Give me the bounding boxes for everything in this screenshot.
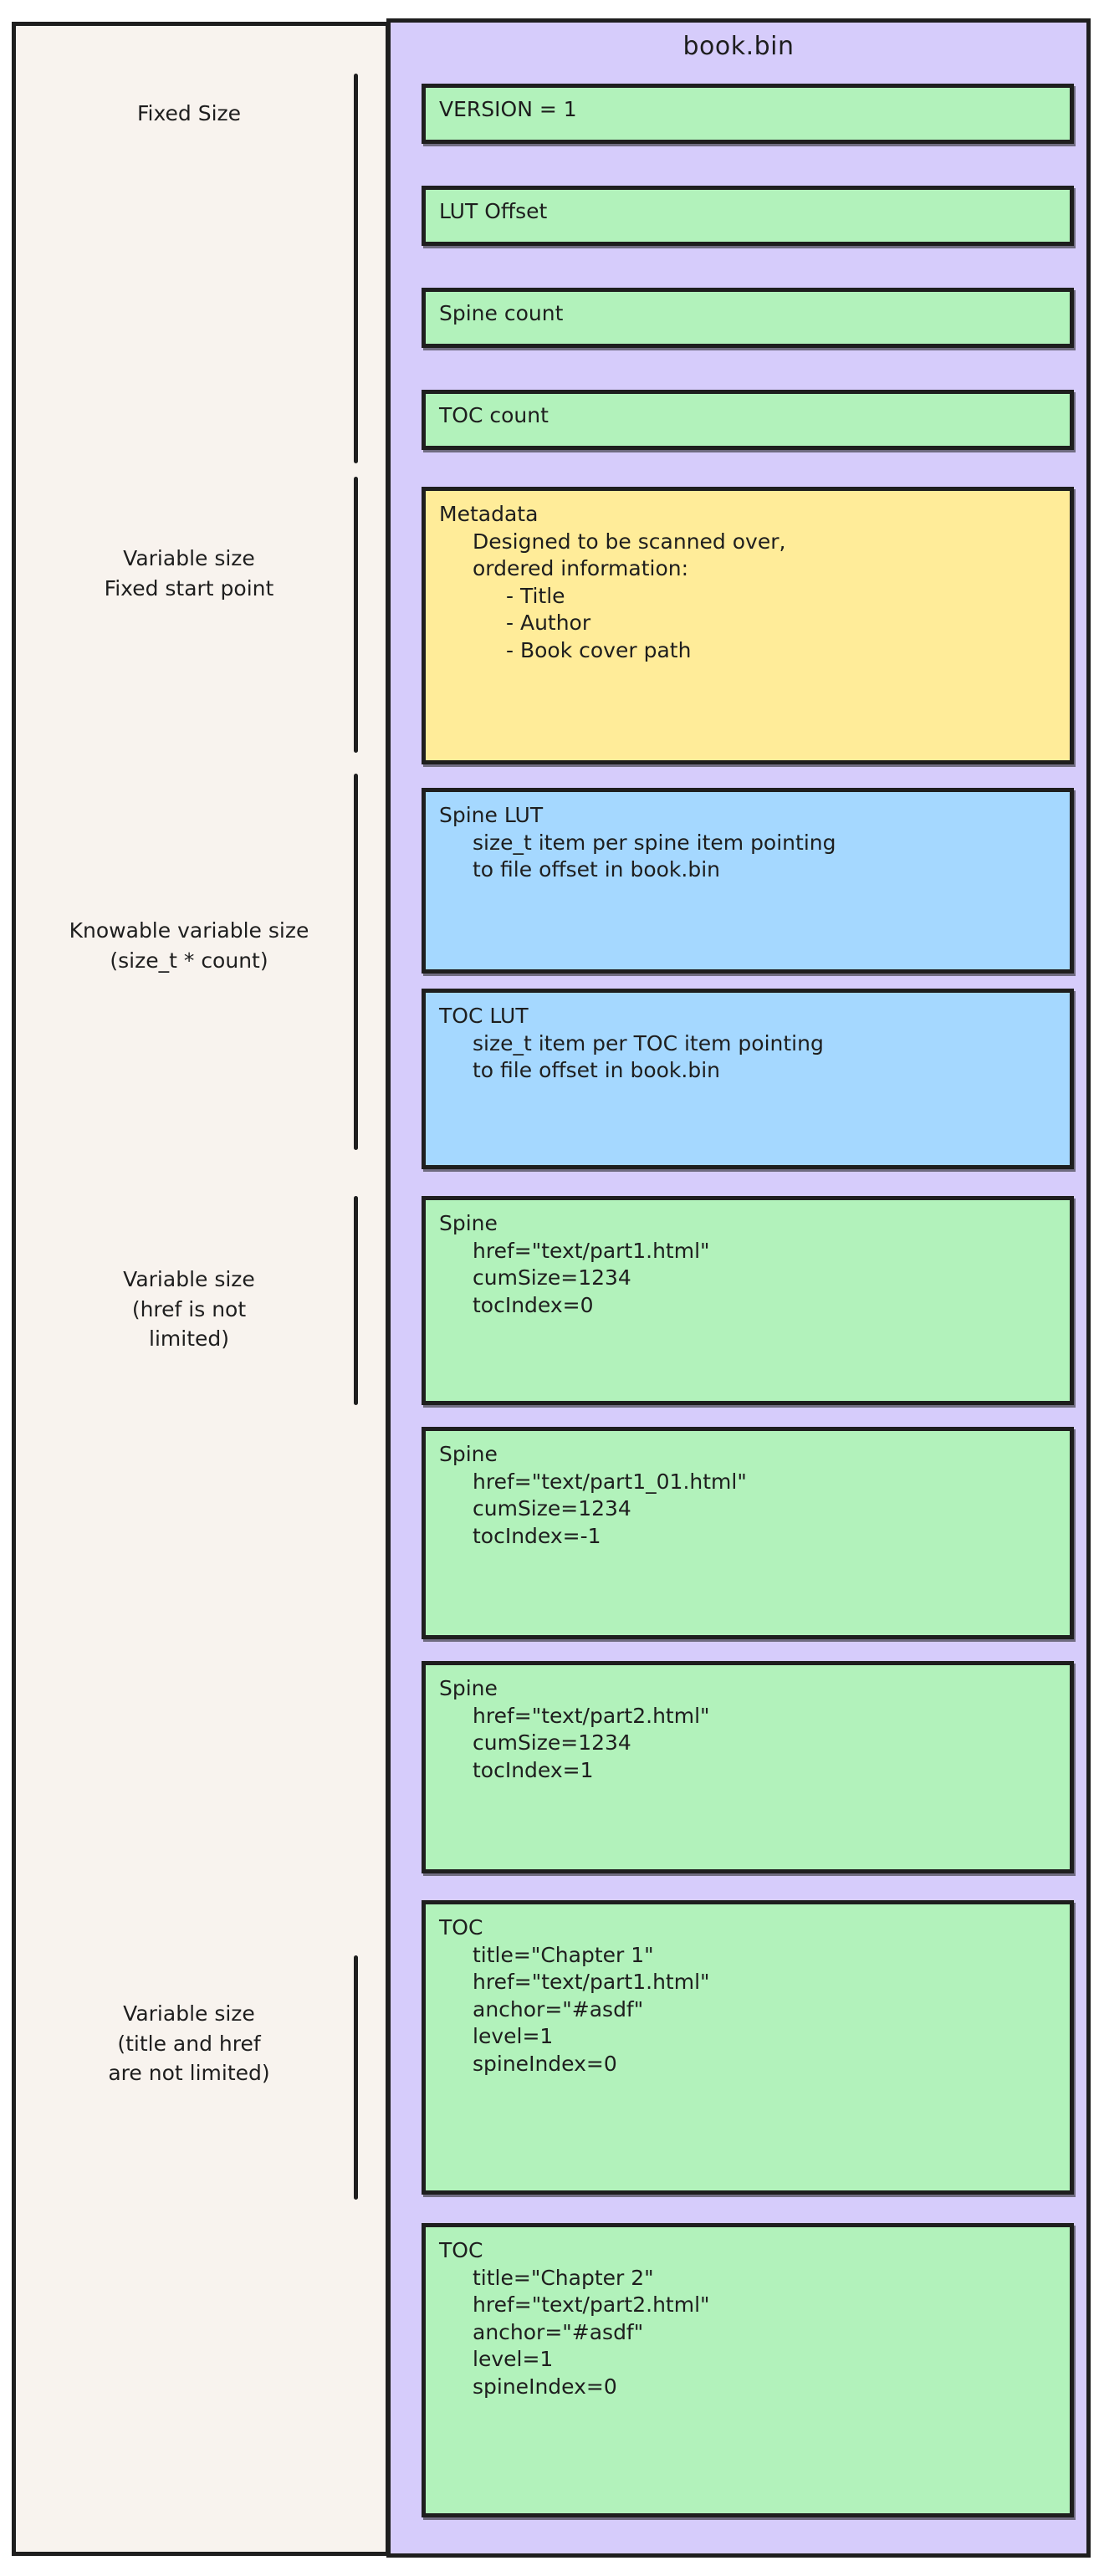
box-detail-line: size_t item per spine item pointing bbox=[473, 830, 836, 855]
box-lut-offset[interactable]: LUT Offset bbox=[422, 186, 1074, 246]
left-annotation-panel bbox=[12, 22, 390, 2556]
bracket-variable-href bbox=[354, 1196, 358, 1405]
box-title: Spine bbox=[439, 1676, 498, 1700]
box-version[interactable]: VERSION = 1 bbox=[422, 84, 1074, 144]
box-detail-line: title="Chapter 1" bbox=[473, 1942, 654, 1967]
box-detail-line: cumSize=1234 bbox=[473, 1496, 631, 1521]
group-label-line: (title and href bbox=[117, 2031, 261, 2056]
box-detail-bullet: - Title bbox=[506, 583, 565, 608]
box-detail-line: anchor="#asdf" bbox=[473, 2319, 644, 2344]
box-title: TOC count bbox=[439, 403, 549, 427]
box-detail-line: spineIndex=0 bbox=[473, 2374, 617, 2399]
box-detail-bullet: - Book cover path bbox=[506, 637, 692, 662]
box-detail-line: tocIndex=0 bbox=[473, 1292, 594, 1317]
box-detail-line: href="text/part1.html" bbox=[473, 1970, 710, 1994]
box-spine-2[interactable]: Spine href="text/part1_01.html"cumSize=12… bbox=[422, 1427, 1074, 1639]
bracket-variable-title-href bbox=[354, 1955, 358, 2200]
box-title: LUT Offset bbox=[439, 199, 548, 223]
box-detail-line: href="text/part2.html" bbox=[473, 2292, 710, 2317]
group-label-line: (href is not bbox=[131, 1296, 247, 1321]
group-label-line: Fixed Size bbox=[136, 101, 242, 125]
bracket-knowable-variable bbox=[354, 774, 358, 1150]
box-detail-line: level=1 bbox=[473, 2024, 554, 2048]
box-detail-line: spineIndex=0 bbox=[473, 2051, 617, 2076]
box-detail-line: to file offset in book.bin bbox=[473, 857, 721, 882]
box-detail-bullet: - Author bbox=[506, 611, 591, 635]
box-detail-line: to file offset in book.bin bbox=[473, 1058, 721, 1082]
box-title: TOC bbox=[439, 2238, 483, 2262]
box-detail-line: level=1 bbox=[473, 2347, 554, 2371]
group-label-line: (size_t * count) bbox=[110, 948, 268, 973]
group-label-variable-href: Variable size (href is not limited) bbox=[22, 1265, 356, 1354]
box-detail-line: cumSize=1234 bbox=[473, 1730, 631, 1755]
box-title: Metadata bbox=[439, 502, 539, 526]
page-title: book.bin bbox=[682, 32, 795, 61]
box-detail-line: href="text/part1_01.html" bbox=[473, 1469, 747, 1494]
box-detail-line: ordered information: bbox=[473, 556, 689, 580]
box-toc-2[interactable]: TOC title="Chapter 2"href="text/part2.htm… bbox=[422, 2223, 1074, 2517]
box-detail-line: anchor="#asdf" bbox=[473, 1996, 644, 2021]
box-spine-lut[interactable]: Spine LUT size_t item per spine item poin… bbox=[422, 788, 1074, 974]
group-label-line: Variable size bbox=[123, 546, 255, 570]
box-title: Spine LUT bbox=[439, 803, 544, 827]
box-title: Spine count bbox=[439, 301, 564, 325]
box-detail-line: tocIndex=-1 bbox=[473, 1523, 601, 1548]
group-label-line: are not limited) bbox=[108, 2061, 270, 2085]
box-toc-count[interactable]: TOC count bbox=[422, 390, 1074, 450]
box-title: TOC bbox=[439, 1915, 483, 1940]
box-detail-line: href="text/part1.html" bbox=[473, 1238, 710, 1263]
group-label-line: Knowable variable size bbox=[69, 918, 309, 943]
box-title: TOC LUT bbox=[439, 1004, 529, 1028]
box-detail-line: cumSize=1234 bbox=[473, 1265, 631, 1290]
group-label-fixed-size: Fixed Size bbox=[22, 99, 356, 129]
box-title: VERSION = 1 bbox=[439, 97, 577, 121]
box-title: Spine bbox=[439, 1442, 498, 1466]
group-label-variable-title-href: Variable size (title and href are not limi… bbox=[22, 1999, 356, 2088]
box-detail-line: href="text/part2.html" bbox=[473, 1703, 710, 1728]
box-detail-line: Designed to be scanned over, bbox=[473, 529, 786, 554]
group-label-line: Variable size bbox=[123, 2001, 255, 2026]
group-label-line: Fixed start point bbox=[104, 575, 274, 601]
box-detail-line: size_t item per TOC item pointing bbox=[473, 1030, 824, 1055]
bracket-variable-fixed-start bbox=[354, 477, 358, 753]
group-label-knowable-variable: Knowable variable size (size_t * count) bbox=[22, 916, 356, 975]
box-title: Spine bbox=[439, 1211, 498, 1235]
group-label-line: Variable size bbox=[123, 1267, 255, 1291]
box-detail-line: title="Chapter 2" bbox=[473, 2265, 654, 2290]
group-label-line: limited) bbox=[149, 1326, 229, 1351]
box-spine-count[interactable]: Spine count bbox=[422, 288, 1074, 348]
bracket-fixed-size bbox=[354, 74, 358, 463]
box-detail-line: tocIndex=1 bbox=[473, 1757, 594, 1782]
